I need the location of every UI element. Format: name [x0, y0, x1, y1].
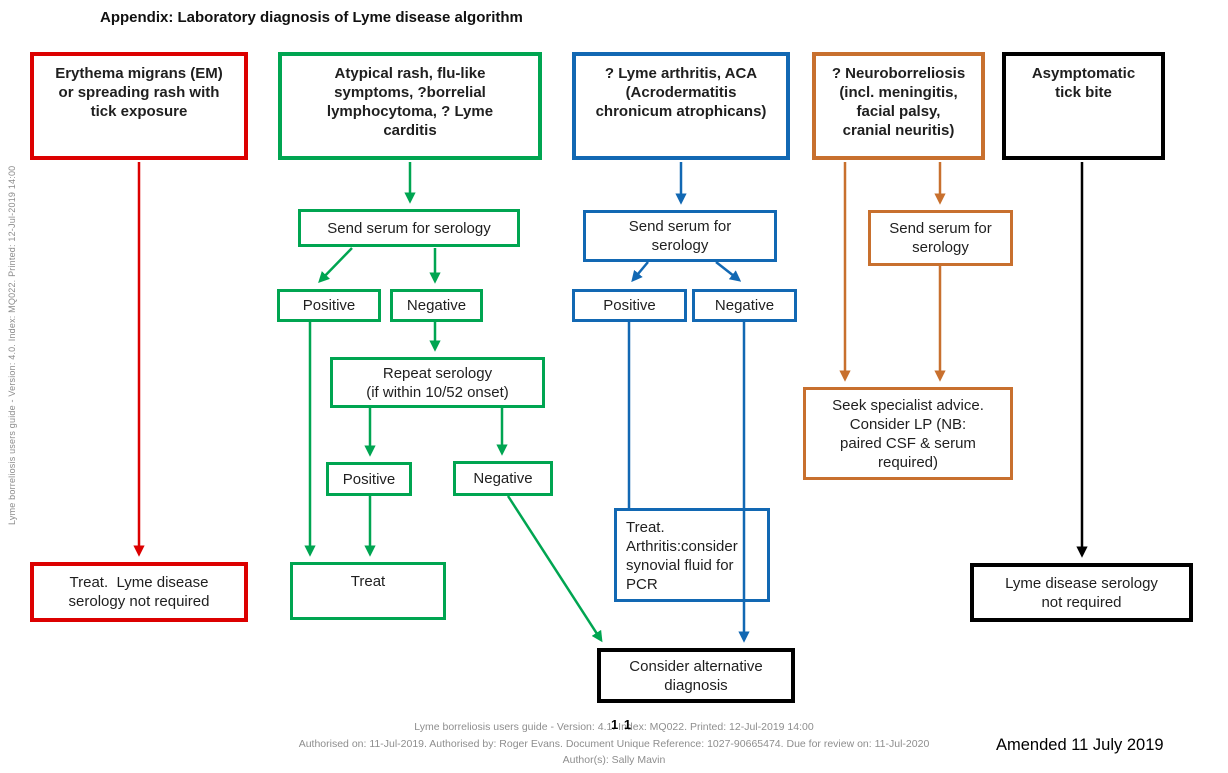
node-label: Treat. Arthritis:consider synovial fluid… — [626, 519, 738, 593]
footer-page-number: 1 1 — [611, 717, 633, 732]
node-green-negative-2: Negative — [453, 461, 553, 496]
node-label: Repeat serology (if within 10/52 onset) — [366, 364, 509, 401]
node-blue-negative: Negative — [692, 289, 797, 322]
node-treat: Treat — [290, 562, 446, 620]
node-label: Send serum for serology — [327, 219, 491, 237]
arrow-bsend-to-negative — [715, 261, 742, 282]
node-green-negative-1: Negative — [390, 289, 483, 322]
footer-version-line: Lyme borreliosis users guide - Version: … — [414, 721, 814, 733]
arrow-gsend-to-positive1 — [318, 247, 353, 283]
node-green-send-serum: Send serum for serology — [298, 209, 520, 247]
node-neuroborreliosis: ? Neuroborreliosis (incl. meningitis, fa… — [812, 52, 985, 160]
node-label: Atypical rash, flu-like symptoms, ?borre… — [326, 65, 494, 139]
node-seek-specialist-advice: Seek specialist advice. Consider LP (NB:… — [803, 387, 1013, 480]
footer-author-line: Author(s): Sally Mavin — [562, 754, 666, 766]
node-repeat-serology: Repeat serology (if within 10/52 onset) — [330, 357, 545, 408]
node-blue-positive: Positive — [572, 289, 687, 322]
node-label: ? Neuroborreliosis (incl. meningitis, fa… — [831, 65, 966, 139]
node-label: Treat. Lyme disease serology not require… — [68, 574, 210, 610]
node-label: Negative — [406, 297, 467, 314]
node-label: Negative — [473, 470, 533, 487]
arrow-bsend-to-positive — [631, 261, 649, 283]
node-lyme-arthritis: ? Lyme arthritis, ACA (Acrodermatitis ch… — [572, 52, 790, 160]
node-asymptomatic-tick-bite: Asymptomatic tick bite — [1002, 52, 1165, 160]
node-label: Send serum for serology — [628, 218, 732, 254]
node-atypical-rash: Atypical rash, flu-like symptoms, ?borre… — [278, 52, 542, 160]
node-label: Treat — [350, 573, 386, 590]
node-label: Positive — [603, 297, 656, 314]
node-erythema-migrans: Erythema migrans (EM) or spreading rash … — [30, 52, 248, 160]
node-treat-arthritis-pcr: Treat. Arthritis:consider synovial fluid… — [614, 508, 770, 602]
node-green-positive-1: Positive — [277, 289, 381, 322]
node-label: Negative — [714, 297, 775, 314]
sidebar-vertical-text: Lyme borreliosis users guide - Version: … — [7, 165, 17, 525]
page-title: Appendix: Laboratory diagnosis of Lyme d… — [100, 9, 523, 26]
node-consider-alternative-diagnosis: Consider alternative diagnosis — [597, 648, 795, 703]
node-label: Erythema migrans (EM) or spreading rash … — [55, 65, 223, 120]
arrow-negative2-to-alt-diagnosis — [506, 495, 603, 643]
node-label: Asymptomatic tick bite — [1031, 65, 1136, 101]
node-serology-not-required: Lyme disease serology not required — [970, 563, 1193, 622]
node-label: Positive — [342, 470, 396, 488]
node-label: Seek specialist advice. Consider LP (NB:… — [832, 396, 984, 471]
node-treat-no-serology: Treat. Lyme disease serology not require… — [30, 562, 248, 622]
node-orange-send-serum: Send serum for serology — [868, 210, 1013, 266]
node-label: Send serum for serology — [889, 220, 992, 256]
amended-note: Amended 11 July 2019 — [996, 736, 1164, 754]
node-green-positive-2: Positive — [326, 462, 412, 496]
node-label: Positive — [302, 297, 356, 314]
node-label: Lyme disease serology not required — [1005, 574, 1158, 611]
node-label: Consider alternative diagnosis — [629, 657, 763, 694]
node-label: ? Lyme arthritis, ACA (Acrodermatitis ch… — [595, 65, 767, 120]
node-blue-send-serum: Send serum for serology — [583, 210, 777, 262]
footer-authorised-line: Authorised on: 11-Jul-2019. Authorised b… — [298, 738, 930, 750]
